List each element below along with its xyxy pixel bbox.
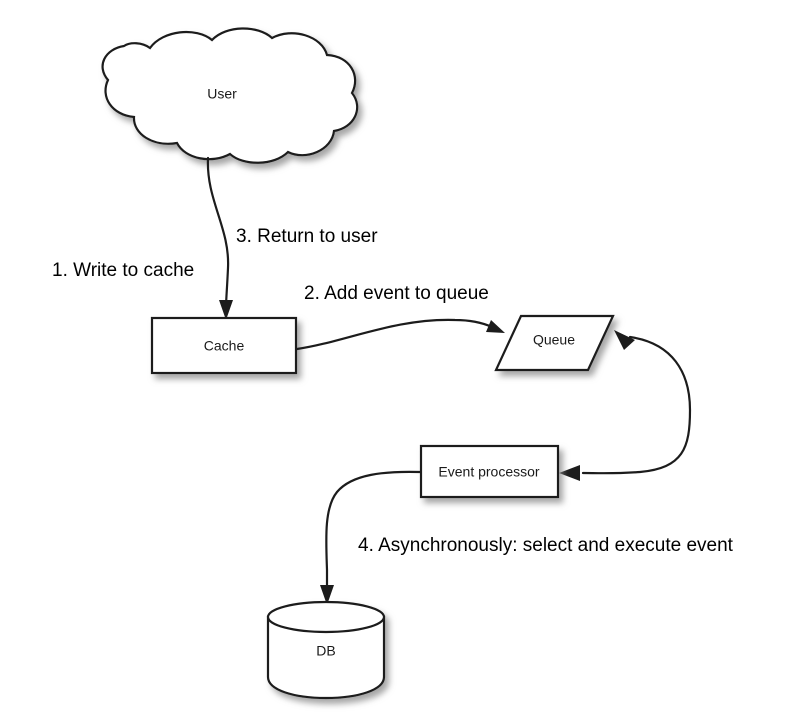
edge-processor-to-db [320, 470, 422, 605]
node-user-label: User [207, 86, 237, 102]
step-label-3: 3. Return to user [236, 226, 378, 247]
node-cache-label: Cache [204, 338, 245, 354]
arrowhead-queue-left [486, 320, 505, 333]
node-event-processor[interactable]: Event processor [419, 444, 560, 499]
arrowhead-queue-right [614, 330, 635, 350]
node-queue[interactable]: Queue [494, 314, 615, 372]
node-queue-label: Queue [533, 332, 575, 348]
step-label-4: 4. Asynchronously: select and execute ev… [358, 535, 734, 556]
arrowhead-event-processor-right [559, 465, 580, 481]
node-user[interactable]: User [101, 27, 359, 164]
node-event-processor-label: Event processor [438, 464, 539, 480]
edge-queue-event-processor [559, 330, 692, 481]
step-label-2: 2. Add event to queue [304, 283, 489, 304]
node-cache[interactable]: Cache [150, 316, 298, 375]
edge-user-to-cache [206, 156, 233, 320]
node-db-label: DB [316, 643, 335, 659]
node-db[interactable]: DB [266, 600, 386, 700]
arrowhead-cache-top [219, 300, 233, 320]
arrowhead-db-top [320, 585, 334, 605]
step-label-1: 1. Write to cache [52, 260, 194, 281]
edge-cache-to-queue [295, 318, 505, 351]
